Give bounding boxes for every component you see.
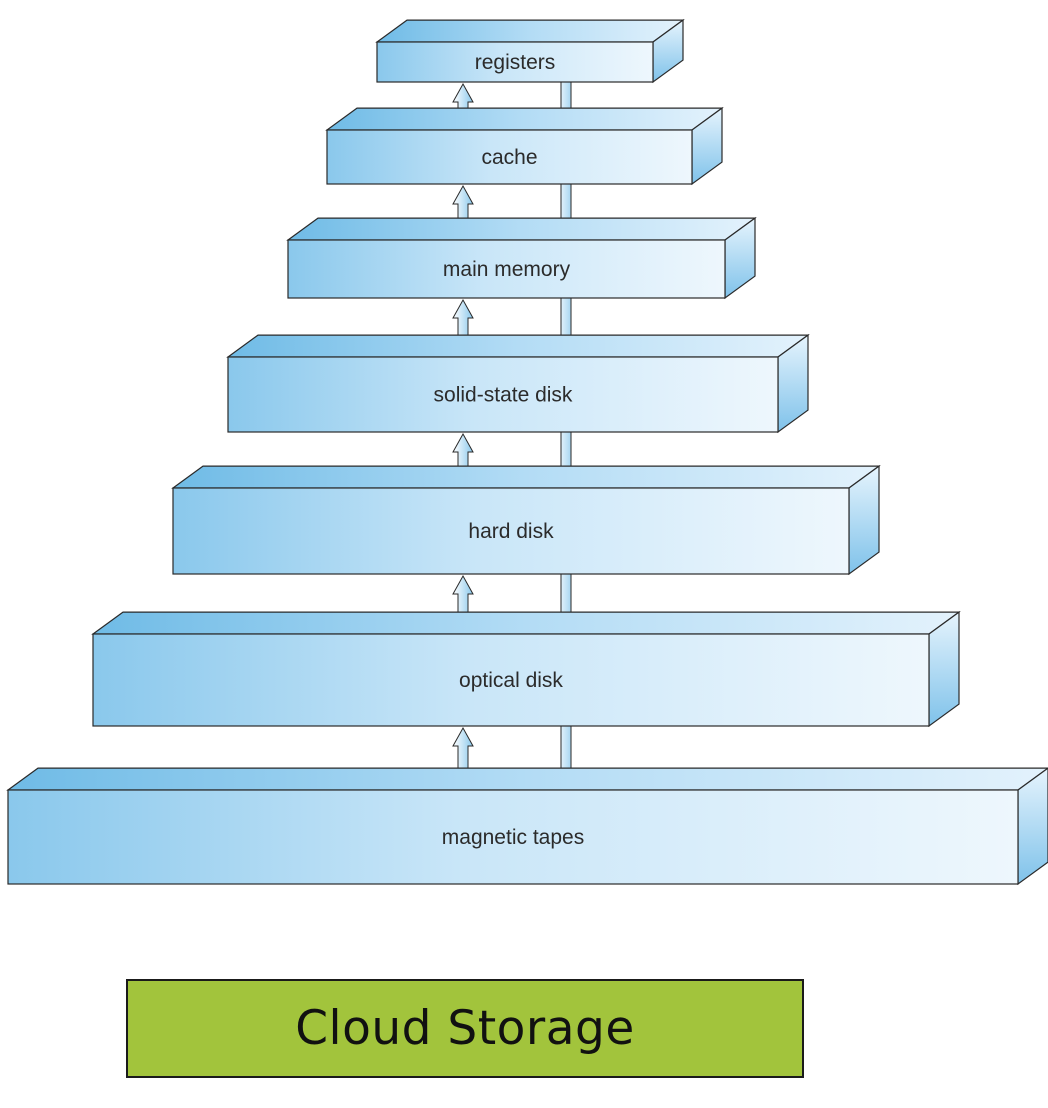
level-front-face bbox=[287, 239, 726, 299]
level-label-hard-disk: hard disk bbox=[468, 520, 554, 543]
level-label-solid-state-disk: solid-state disk bbox=[434, 384, 573, 407]
boxes-layer: registers cache main memory solid-state dis… bbox=[6, 18, 1048, 886]
level-magnetic-tapes: magnetic tapes bbox=[6, 767, 1048, 886]
level-solid-state-disk: solid-state disk bbox=[226, 333, 810, 434]
level-label-magnetic-tapes: magnetic tapes bbox=[442, 826, 584, 849]
level-top-face bbox=[171, 465, 881, 489]
level-top-face bbox=[6, 767, 1048, 791]
level-front-face bbox=[326, 129, 693, 185]
storage-pyramid: registers cache main memory solid-state dis… bbox=[6, 18, 1048, 886]
level-front-face bbox=[172, 487, 850, 575]
level-label-cache: cache bbox=[481, 146, 537, 169]
level-top-face bbox=[91, 611, 961, 635]
level-optical-disk: optical disk bbox=[91, 610, 961, 728]
level-label-main-memory: main memory bbox=[443, 258, 571, 281]
level-front-face bbox=[92, 633, 930, 727]
level-top-face bbox=[286, 217, 757, 241]
level-top-face bbox=[226, 334, 810, 358]
cloud-storage-box: Cloud Storage bbox=[126, 979, 804, 1078]
level-main-memory: main memory bbox=[286, 216, 757, 300]
level-hard-disk: hard disk bbox=[171, 464, 881, 576]
cloud-storage-label: Cloud Storage bbox=[295, 1001, 635, 1056]
level-cache: cache bbox=[325, 106, 724, 186]
level-registers: registers bbox=[375, 18, 685, 84]
level-front-face bbox=[376, 41, 654, 83]
level-front-face bbox=[227, 356, 779, 433]
level-label-registers: registers bbox=[475, 51, 556, 74]
level-top-face bbox=[375, 19, 685, 43]
level-label-optical-disk: optical disk bbox=[459, 669, 563, 692]
level-front-face bbox=[7, 789, 1019, 885]
level-top-face bbox=[325, 107, 724, 131]
